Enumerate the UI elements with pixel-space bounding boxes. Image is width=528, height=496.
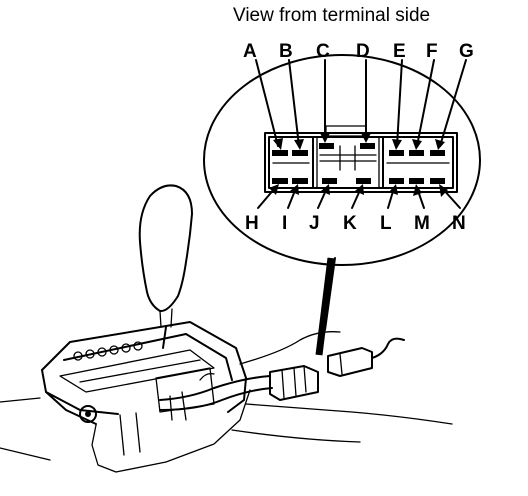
- terminal-label-h: H: [245, 213, 259, 234]
- terminal-label-e: E: [393, 41, 406, 62]
- pin-f: [409, 150, 424, 156]
- terminal-label-c: C: [316, 41, 330, 62]
- terminal-label-k: K: [343, 213, 357, 234]
- shift-console: [41, 321, 251, 473]
- terminal-label-a: A: [243, 41, 257, 62]
- pin-n: [430, 178, 445, 184]
- terminal-label-j: J: [309, 213, 320, 234]
- terminal-label-b: B: [279, 41, 293, 62]
- bottom-pins: [272, 178, 445, 184]
- harness-connector: [269, 365, 319, 401]
- bottom-leaders: [257, 184, 461, 209]
- terminal-label-i: I: [282, 213, 287, 234]
- shift-lever: [138, 184, 193, 349]
- pin-b: [292, 150, 308, 156]
- gear-position-indicators: [73, 341, 143, 361]
- top-leaders: [255, 59, 467, 150]
- terminal-label-d: D: [356, 41, 370, 62]
- floor-panel: [0, 331, 453, 461]
- pin-e: [389, 150, 404, 156]
- terminal-label-n: N: [452, 213, 466, 234]
- pin-h: [272, 178, 288, 184]
- pin-k: [356, 178, 371, 184]
- terminal-label-l: L: [380, 213, 392, 234]
- pin-l: [389, 178, 404, 184]
- pin-i: [292, 178, 308, 184]
- pin-c: [319, 143, 334, 149]
- connector-outline: [203, 54, 481, 266]
- pin-a: [272, 150, 288, 156]
- diagram-title: View from terminal side: [233, 5, 430, 26]
- pin-g: [430, 150, 445, 156]
- pin-j: [322, 178, 337, 184]
- pin-d: [360, 143, 375, 149]
- mounting-bolt: [79, 405, 97, 423]
- terminal-label-g: G: [459, 41, 474, 62]
- terminal-label-m: M: [414, 213, 430, 234]
- callout-wire: [315, 257, 336, 356]
- shift-knob: [138, 184, 193, 313]
- pin-m: [409, 178, 424, 184]
- top-labels: A B C D E F G: [243, 41, 474, 62]
- bottom-labels: H I J K L M N: [245, 213, 466, 234]
- terminal-label-f: F: [426, 41, 438, 62]
- wire-harness: [159, 372, 273, 421]
- mating-connector: [327, 337, 405, 377]
- top-pins: [272, 143, 445, 156]
